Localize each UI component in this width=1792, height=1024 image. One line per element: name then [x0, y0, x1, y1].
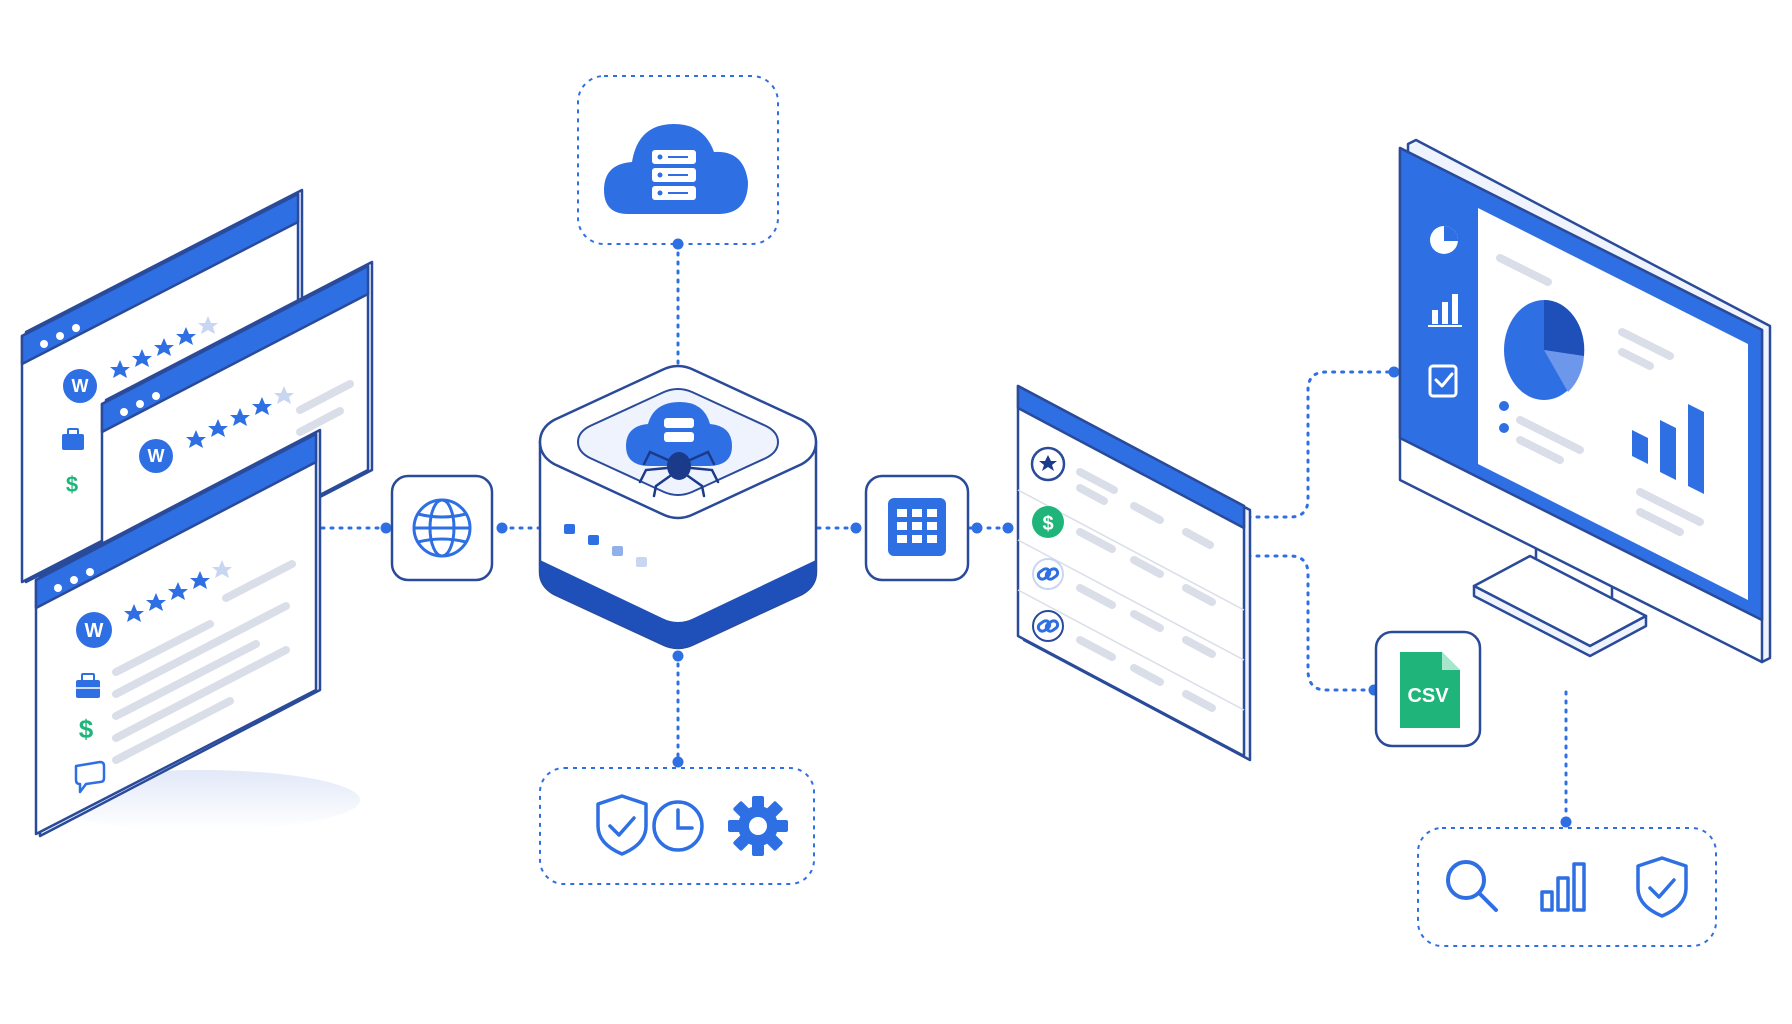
connector-dataset-to-monitor	[1246, 370, 1394, 519]
briefcase-icon	[62, 428, 84, 450]
engine-features	[539, 767, 815, 885]
star-rating-icon	[124, 560, 232, 622]
structured-data-connector	[864, 474, 970, 582]
w-logo-icon	[139, 439, 173, 473]
dataset-row-icons: $	[1030, 446, 1066, 642]
csv-file-icon: CSV	[1400, 652, 1460, 728]
gear-icon	[728, 796, 788, 856]
connector-dataset-to-csv	[1246, 554, 1374, 692]
bar-chart-icon	[1428, 294, 1462, 327]
briefcase-icon	[76, 673, 100, 698]
dashboard-pie-chart	[1504, 299, 1585, 400]
cloud-server-icon	[604, 124, 748, 214]
table-grid-icon	[888, 498, 946, 556]
connector-lines	[320, 242, 1568, 824]
dollar-icon: $	[66, 472, 78, 497]
w-logo-icon	[76, 612, 112, 648]
star-rating-icon	[186, 386, 294, 448]
dollar-icon	[1032, 506, 1064, 538]
dashboard-bullets	[1499, 401, 1509, 433]
svg-text:$: $	[1042, 513, 1053, 535]
dollar-icon: $	[79, 714, 94, 744]
analytics-dashboard	[1398, 138, 1772, 664]
star-rating-icon	[110, 316, 218, 378]
structured-dataset: $	[1016, 384, 1252, 762]
scraper-engine	[538, 364, 818, 650]
chat-bubble-icon	[74, 760, 106, 794]
svg-text:W: W	[148, 446, 165, 466]
globe-connector	[390, 474, 494, 582]
star-icon	[1030, 446, 1066, 482]
csv-export: CSV	[1374, 630, 1482, 748]
search-icon	[1446, 860, 1498, 912]
shield-check-icon	[1636, 856, 1688, 918]
globe-icon	[412, 498, 472, 558]
source-web-pages: W $ W	[20, 188, 374, 838]
shield-check-icon	[596, 794, 648, 856]
browser-window-front: W $	[34, 428, 322, 838]
link-icon	[1032, 610, 1064, 642]
spider-bot-cloud-icon	[626, 402, 732, 498]
pie-chart-icon	[1430, 226, 1458, 254]
w-logo-icon	[63, 369, 97, 403]
svg-text:W: W	[85, 620, 104, 642]
link-icon	[1032, 558, 1064, 590]
cloud-storage	[577, 75, 779, 245]
csv-label: CSV	[1407, 685, 1449, 707]
insights-panel	[1417, 827, 1717, 947]
svg-text:W: W	[72, 376, 89, 396]
dashboard-bar-chart	[1632, 404, 1704, 494]
bar-chart-icon	[1540, 862, 1586, 912]
clock-icon	[652, 800, 704, 852]
status-lights	[564, 524, 647, 567]
checklist-icon	[1428, 364, 1458, 398]
dashboard-sidebar	[1428, 226, 1462, 398]
